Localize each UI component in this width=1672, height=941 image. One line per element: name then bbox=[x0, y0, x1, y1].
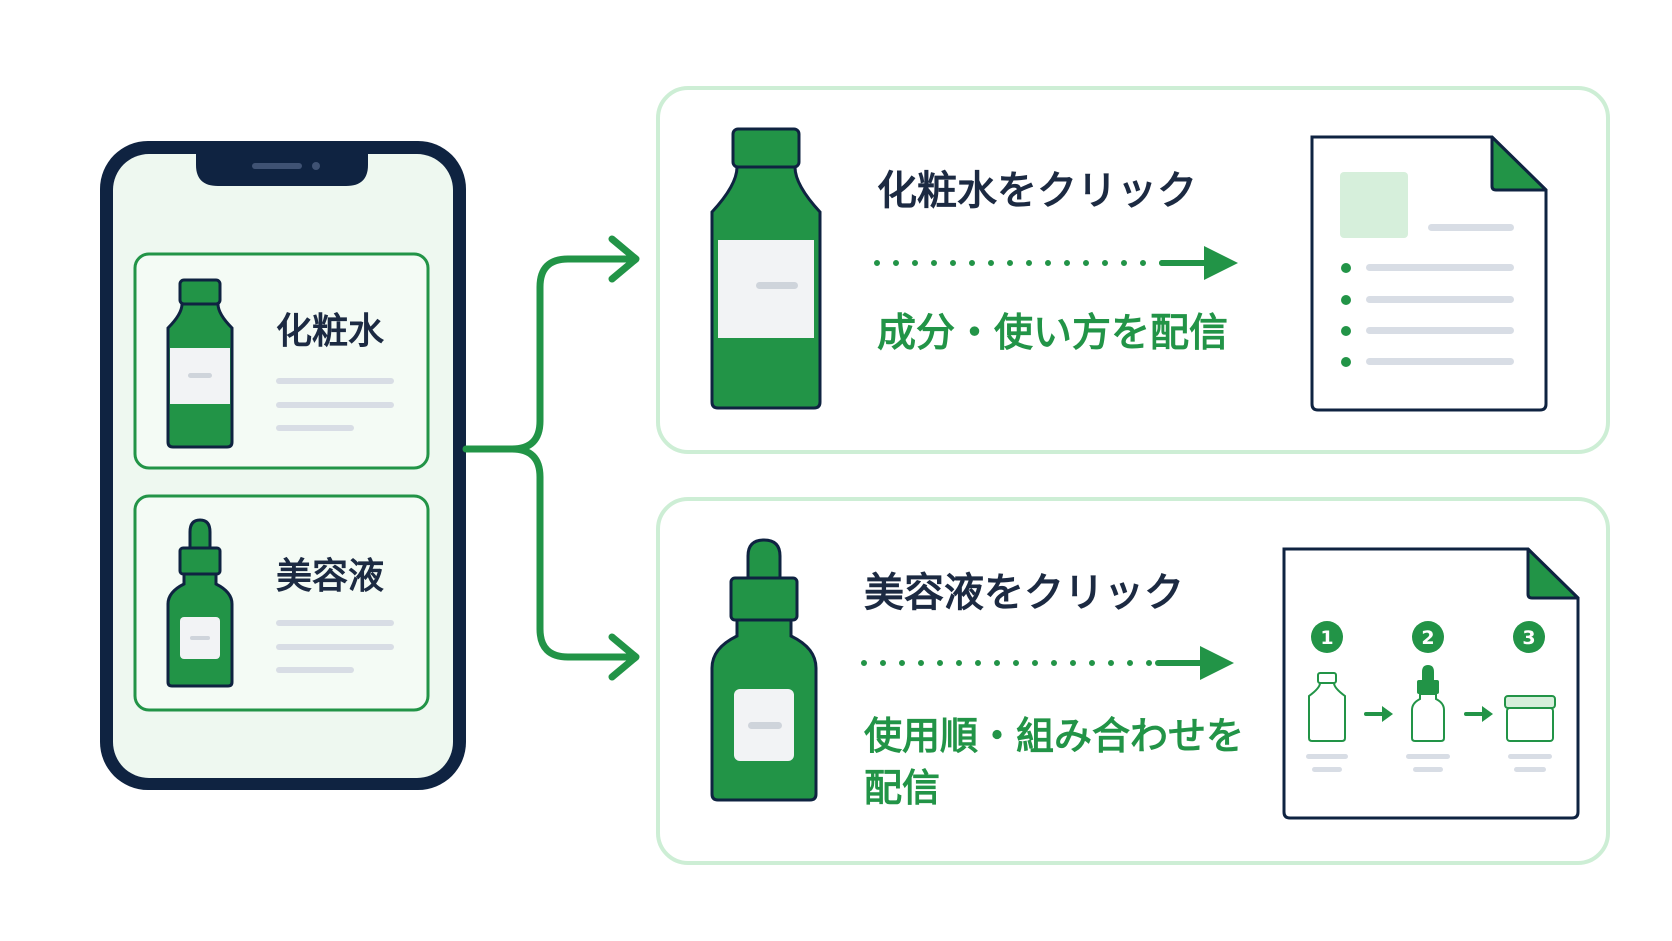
phone-item-label: 化粧水 bbox=[276, 311, 385, 352]
dotted-arrow bbox=[861, 646, 1234, 680]
result-label: 使用順・組み合わせを配信 bbox=[864, 714, 1245, 811]
phone-item-toner[interactable] bbox=[133, 252, 430, 470]
text-line bbox=[276, 378, 394, 384]
serum-dropper-icon bbox=[710, 538, 818, 802]
step-number: 2 bbox=[1421, 627, 1434, 649]
phone-speaker bbox=[252, 163, 302, 169]
text-line bbox=[276, 425, 354, 431]
step-badge: 3 bbox=[1513, 621, 1545, 653]
toner-bottle-icon bbox=[166, 278, 234, 449]
phone-item-label: 美容液 bbox=[276, 556, 385, 597]
step-number: 1 bbox=[1320, 627, 1333, 649]
phone-camera bbox=[312, 162, 320, 170]
toner-bottle-icon bbox=[710, 127, 822, 410]
step-badge: 2 bbox=[1412, 621, 1444, 653]
step-number: 3 bbox=[1522, 627, 1535, 649]
panel-serum: 1 2 3 bbox=[656, 497, 1610, 865]
text-line bbox=[276, 402, 394, 408]
panel-toner bbox=[656, 86, 1610, 454]
cream-jar-icon bbox=[1504, 695, 1556, 742]
text-line bbox=[276, 620, 394, 626]
text-line bbox=[276, 667, 354, 673]
action-label: 化粧水をクリック bbox=[877, 168, 1197, 214]
serum-outline-icon bbox=[1411, 665, 1445, 742]
toner-outline-icon bbox=[1308, 672, 1346, 742]
step-badge: 1 bbox=[1311, 621, 1343, 653]
phone-notch bbox=[196, 154, 368, 186]
usage-steps-document-icon: 1 2 3 bbox=[1282, 547, 1580, 820]
branch-connector bbox=[462, 235, 640, 681]
text-line bbox=[276, 644, 394, 650]
ingredients-document-icon bbox=[1310, 135, 1548, 412]
dotted-arrow bbox=[874, 246, 1238, 280]
phone-item-serum[interactable] bbox=[133, 494, 430, 712]
serum-dropper-icon bbox=[166, 518, 234, 688]
action-label: 美容液をクリック bbox=[864, 570, 1184, 616]
result-label: 成分・使い方を配信 bbox=[877, 311, 1229, 356]
